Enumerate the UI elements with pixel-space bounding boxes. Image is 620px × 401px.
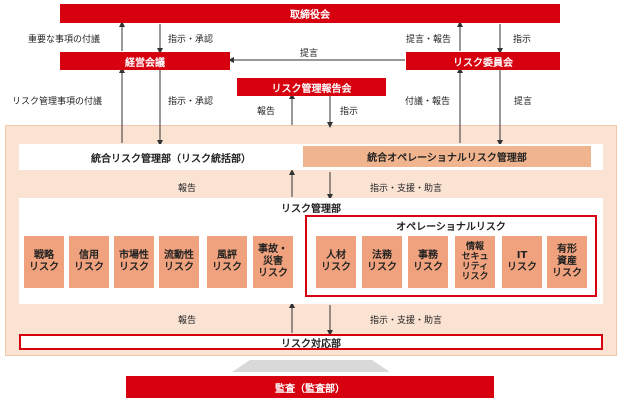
risk-box: 信用 リスク <box>69 236 109 288</box>
label-mgmt-below-right: 指示・承認 <box>168 97 214 107</box>
label-bottom-report: 報告 <box>178 316 197 326</box>
label-committee-proposal: 提言 <box>300 49 319 59</box>
label-middle-report: 報告 <box>178 184 197 194</box>
audit-box: 監査（監査部） <box>126 376 494 398</box>
label-report-meeting-left: 報告 <box>257 107 276 117</box>
label-bottom-instruction: 指示・支援・助言 <box>370 316 443 326</box>
operational-risk-box: 法務 リスク <box>362 236 402 288</box>
operational-risk-box: 人材 リスク <box>316 236 356 288</box>
operational-risk-box: 事務 リスク <box>408 236 448 288</box>
label-report-meeting-right: 指示 <box>340 107 359 117</box>
risk-box: 戦略 リスク <box>24 236 64 288</box>
integrated-operational-risk-dept: 統合オペレーショナルリスク管理部 <box>303 146 591 167</box>
label-committee-below-left: 付議・報告 <box>405 97 451 107</box>
label-middle-instruction: 指示・支援・助言 <box>370 184 443 194</box>
risk-box: 風評 リスク <box>207 236 247 288</box>
risk-box: 流動性 リスク <box>159 236 199 288</box>
management-meeting-box: 経営会議 <box>60 52 230 70</box>
operational-risk-box: IT リスク <box>502 236 542 288</box>
risk-box: 事故・ 災害 リスク <box>253 236 293 288</box>
label-board-mgmt-right: 指示・承認 <box>168 35 214 45</box>
label-board-committee-right: 指示 <box>513 35 532 45</box>
operational-risk-box: 情報 セキュ リティ リスク <box>455 236 495 288</box>
label-board-mgmt-left: 重要な事項の付議 <box>28 35 101 45</box>
risk-box: 市場性 リスク <box>114 236 154 288</box>
label-committee-below-right: 提言 <box>514 97 533 107</box>
operational-risk-box: 有形 資産 リスク <box>547 236 587 288</box>
risk-management-dept-title: リスク管理部 <box>281 203 341 215</box>
risk-report-meeting-box: リスク管理報告会 <box>237 78 386 96</box>
label-board-committee-left: 提言・報告 <box>406 35 452 45</box>
risk-response-dept-box: リスク対応部 <box>19 334 603 350</box>
label-mgmt-below-left: リスク管理事項の付議 <box>12 97 103 107</box>
board-of-directors-box: 取締役会 <box>60 4 560 23</box>
risk-committee-box: リスク委員会 <box>406 52 560 70</box>
operational-risk-title: オペレーショナルリスク <box>396 221 506 233</box>
